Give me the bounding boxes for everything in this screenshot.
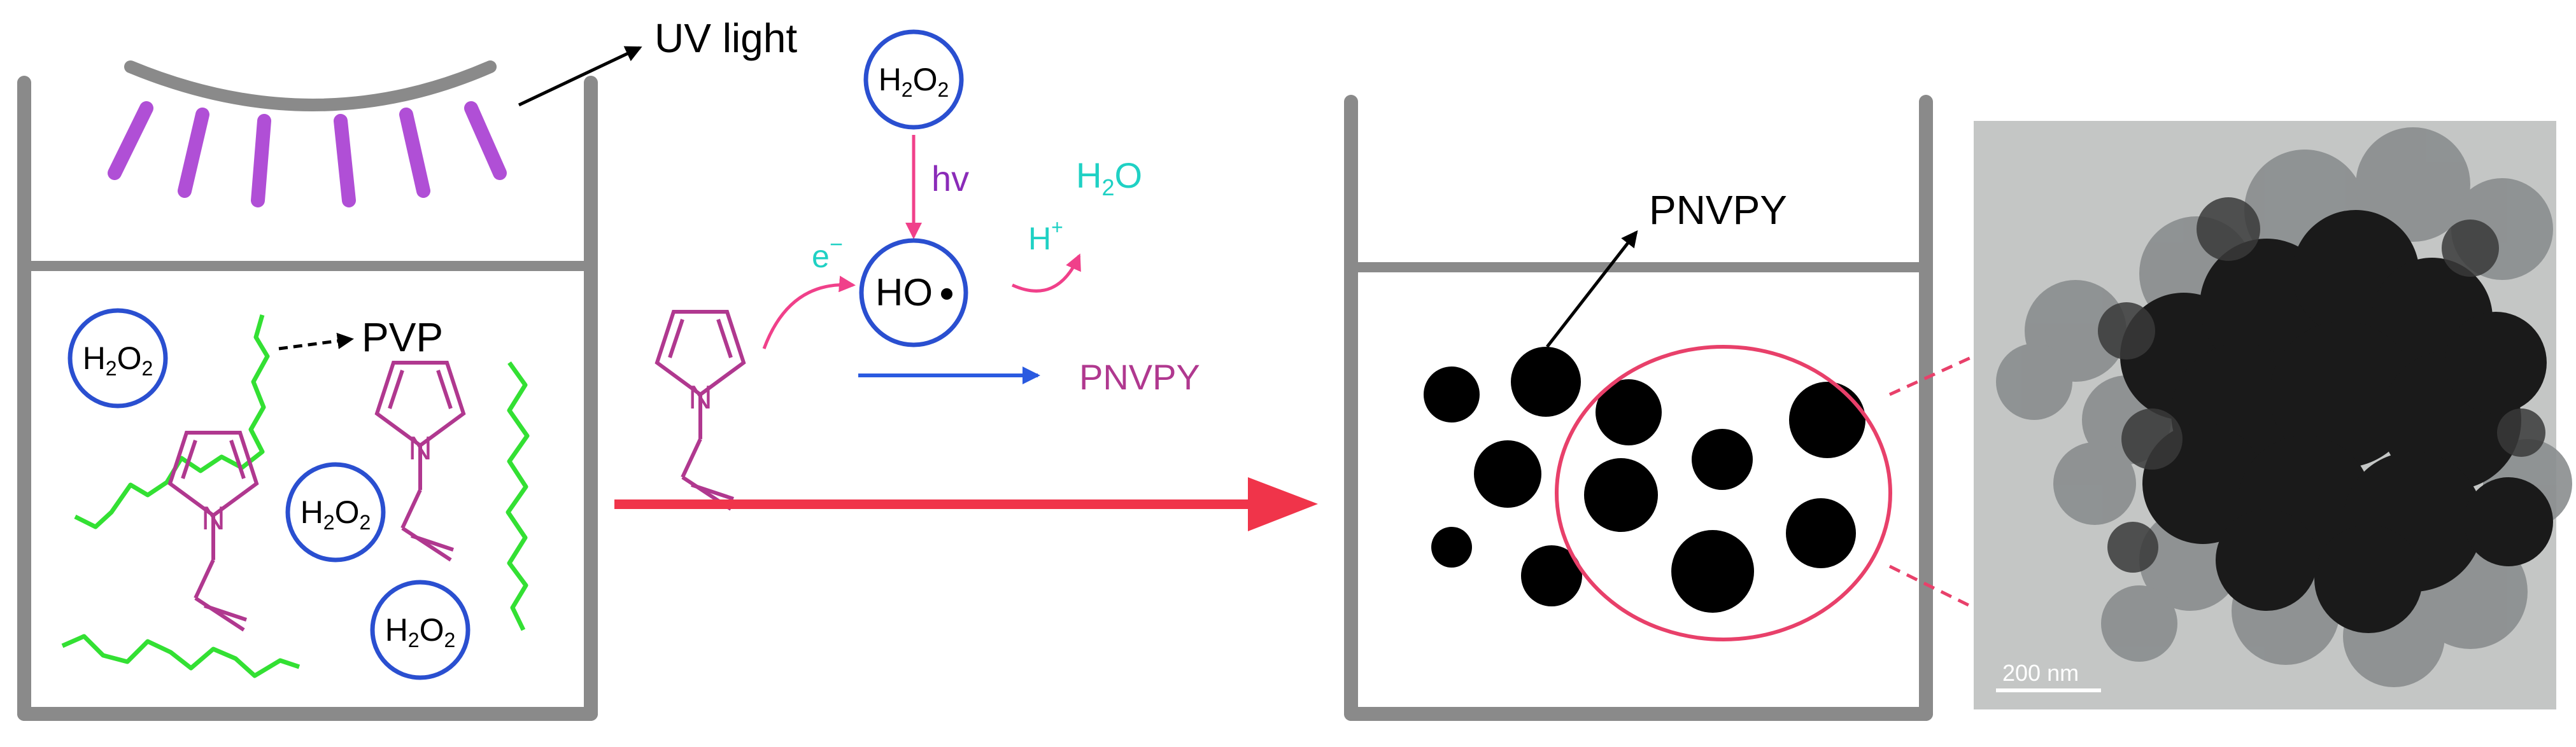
uv-lamp-icon — [108, 60, 507, 207]
particle — [1521, 545, 1582, 606]
svg-text:N: N — [408, 430, 432, 467]
magnification-circle — [1555, 345, 1892, 641]
water-label: H2O — [1076, 155, 1142, 200]
svg-text:N: N — [201, 500, 225, 537]
svg-text:N: N — [688, 379, 712, 416]
left-beaker — [17, 76, 598, 721]
scale-bar-label: 200 nm — [2002, 660, 2079, 686]
zoom-lines — [1888, 354, 1975, 610]
hydroxyl-radical-icon: HO — [859, 238, 968, 347]
particle — [1789, 382, 1865, 458]
pnvpy-beaker-label: PNVPY — [1649, 187, 1787, 233]
tem-micrograph-image: 200 nm — [1974, 121, 2572, 709]
particle — [1584, 458, 1658, 532]
svg-text:HO: HO — [875, 271, 933, 314]
right-beaker — [1344, 95, 1933, 721]
h2o2-molecule-icon: H2O2 — [288, 464, 383, 560]
electron-transfer-arrow — [762, 276, 856, 349]
h2o2-molecule-icon: H2O2 — [70, 311, 166, 406]
n-vinylpyrrole-structure-icon: N — [167, 431, 259, 632]
uv-light-pointer-arrow — [518, 46, 642, 107]
pvp-chain-1 — [74, 314, 270, 529]
particle — [1431, 527, 1472, 568]
particle — [1692, 429, 1753, 490]
svg-text:H2O2: H2O2 — [301, 494, 371, 534]
svg-text:H2O2: H2O2 — [879, 62, 949, 101]
pnvpy-product-label: PNVPY — [1079, 357, 1200, 397]
reaction-arrow — [614, 477, 1318, 531]
hv-label: hv — [931, 158, 969, 199]
particle — [1474, 440, 1541, 508]
proton-label: H+ — [1028, 216, 1063, 256]
pvp-label: PVP — [362, 314, 443, 360]
uv-light-label: UV light — [655, 15, 797, 61]
pnvpy-pointer-arrow — [1546, 230, 1638, 348]
particle — [1786, 498, 1856, 568]
pnvpy-particles — [1424, 347, 1865, 613]
pvp-chains — [61, 314, 530, 678]
proton-transfer-arrow — [1011, 253, 1081, 293]
pvp-pointer-arrow — [278, 332, 354, 351]
n-vinylpyrrole-structure-icon: N — [655, 310, 746, 511]
svg-text:H2O2: H2O2 — [385, 612, 456, 652]
particle — [1596, 379, 1662, 445]
particle — [1671, 530, 1754, 613]
pvp-chain-2 — [506, 361, 530, 631]
h2o2-molecule-icon: H2O2 — [866, 32, 961, 127]
particle — [1424, 367, 1480, 422]
pvp-chain-3 — [61, 634, 301, 678]
electron-label: e− — [812, 231, 843, 274]
n-vinylpyrrole-structure-icon: N — [374, 361, 466, 562]
svg-text:H2O2: H2O2 — [83, 340, 153, 380]
h2o2-molecule-icon: H2O2 — [372, 582, 468, 678]
particle — [1511, 347, 1581, 417]
